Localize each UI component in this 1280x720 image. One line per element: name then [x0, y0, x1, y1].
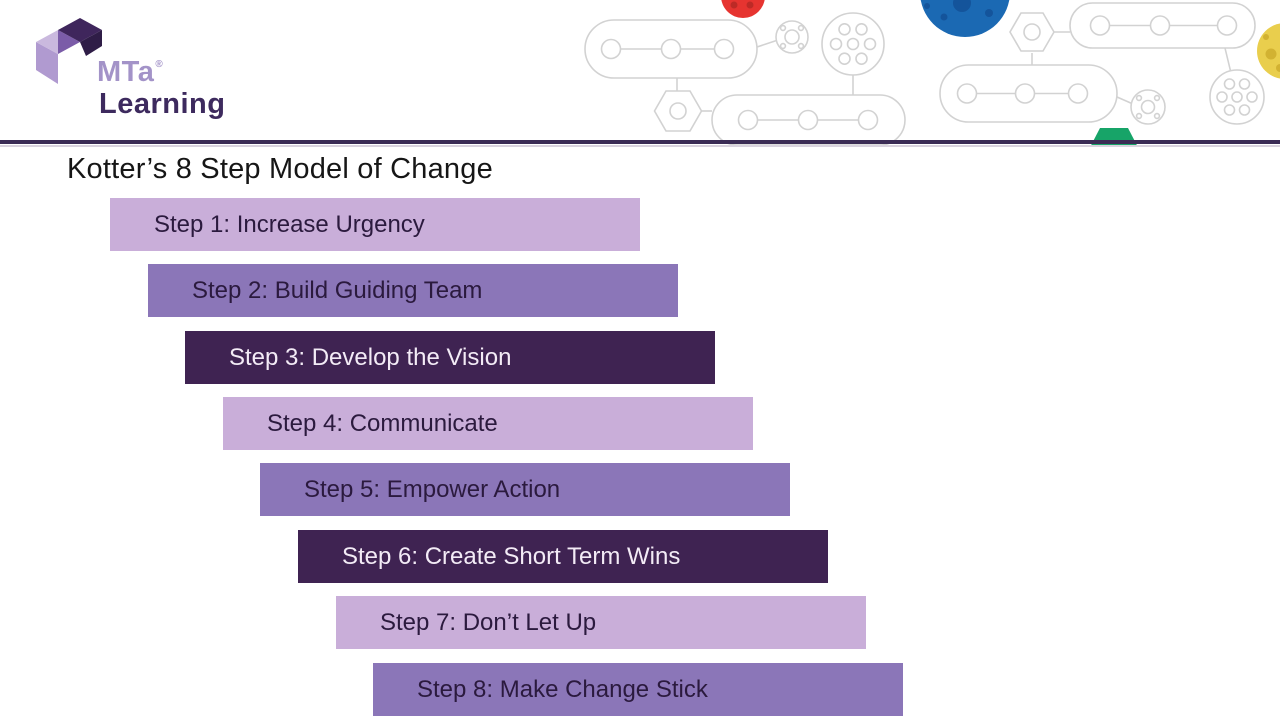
header-divider-shadow	[0, 145, 1280, 147]
connector-line	[1224, 47, 1232, 74]
step-bar-3: Step 3: Develop the Vision	[185, 331, 715, 384]
step-bar-1: Step 1: Increase Urgency	[110, 198, 640, 251]
connector-line	[1116, 96, 1134, 105]
logo-brand-text: MTa®	[97, 56, 164, 88]
gear-face-icon	[1130, 89, 1166, 125]
step-bar-2: Step 2: Build Guiding Team	[148, 264, 678, 317]
dotted-circle-icon	[821, 12, 885, 76]
registered-mark: ®	[155, 59, 164, 70]
header: MTa® Learning	[0, 0, 1280, 147]
red-half-circle-icon	[721, 0, 765, 18]
mta-logo: MTa® Learning	[0, 0, 260, 140]
hexagon-icon	[1009, 12, 1055, 52]
step-bar-8: Step 8: Make Change Stick	[373, 663, 903, 716]
molecule-decoration	[584, 0, 1280, 147]
header-divider	[0, 140, 1280, 144]
molecule-pill-icon	[584, 19, 758, 79]
molecule-pill-icon	[939, 64, 1118, 123]
yellow-moon-icon	[1257, 23, 1280, 79]
step-bar-6: Step 6: Create Short Term Wins	[298, 530, 828, 583]
dotted-circle-icon	[1209, 69, 1265, 125]
step-bar-7: Step 7: Don’t Let Up	[336, 596, 866, 649]
step-bar-4: Step 4: Communicate	[223, 397, 753, 450]
logo-sub-text: Learning	[99, 88, 226, 120]
blue-planet-icon	[920, 0, 1010, 37]
molecule-pill-icon	[711, 94, 906, 146]
slide-title: Kotter’s 8 Step Model of Change	[67, 153, 493, 185]
step-bar-5: Step 5: Empower Action	[260, 463, 790, 516]
connector-line	[756, 39, 779, 48]
hexagon-icon	[653, 90, 703, 132]
mta-logo-mark-icon	[36, 18, 102, 84]
molecule-pill-icon	[1069, 2, 1256, 49]
flower-circle-icon	[775, 20, 809, 54]
